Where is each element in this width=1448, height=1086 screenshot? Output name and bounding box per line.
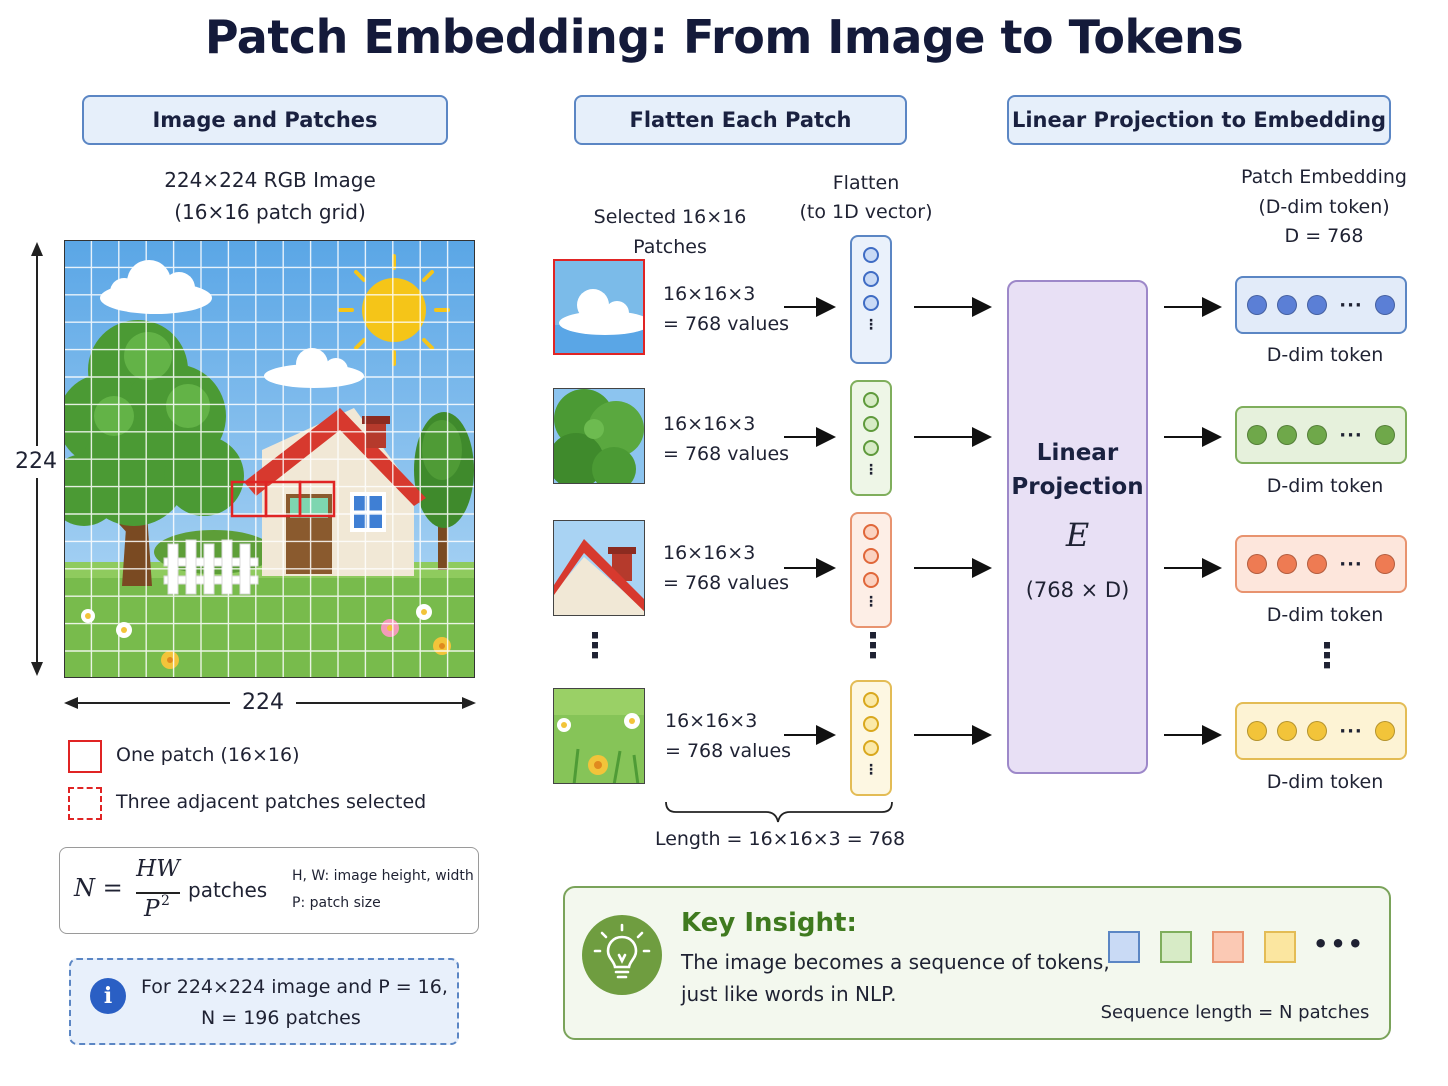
height-label: 224 <box>10 446 62 478</box>
patch-grass-thumbnail <box>553 688 645 784</box>
token-yellow: ··· <box>1235 702 1407 760</box>
vector-blue: ⋮ <box>850 235 892 364</box>
formula-box: N = HW P 2 patches H, W: image height, w… <box>59 847 479 934</box>
patch3-values-line2: = 768 values <box>663 572 790 594</box>
token-blue-ellipsis: ··· <box>1339 294 1363 316</box>
insight-line2: just like words in NLP. <box>681 982 897 1006</box>
key-insight-box: Key Insight: The image becomes a sequenc… <box>563 886 1391 1040</box>
formula-numerator: HW <box>136 856 180 882</box>
patch-ellipsis: ⋮ <box>578 626 612 666</box>
sequence-more: ••• <box>1313 930 1366 958</box>
sequence-length-label: Sequence length = N patches <box>1100 1002 1370 1023</box>
embedding-label-line3: D = 768 <box>1284 225 1364 247</box>
legend-three-patches-swatch <box>68 787 102 820</box>
formula-unit: patches <box>188 878 268 902</box>
embedding-label-line1: Patch Embedding <box>1241 166 1407 188</box>
token-yellow-label: D-dim token <box>1266 771 1384 793</box>
token-yellow-ellipsis: ··· <box>1339 720 1363 742</box>
sun-icon <box>338 254 450 366</box>
patch-roof-thumbnail <box>553 520 645 616</box>
patch2-values-line2: = 768 values <box>663 443 790 465</box>
info-icon: i <box>90 978 126 1014</box>
token-green-ellipsis: ··· <box>1339 424 1363 446</box>
token-ellipsis: ⋮ <box>1310 636 1344 676</box>
info-line1: For 224×224 image and P = 16, <box>141 976 448 998</box>
token-blue-label: D-dim token <box>1266 344 1384 366</box>
token-orange: ··· <box>1235 535 1407 593</box>
legend-three-patches-label: Three adjacent patches selected <box>116 791 427 813</box>
info-box: i For 224×224 image and P = 16, N = 196 … <box>69 958 459 1045</box>
image-caption-line1: 224×224 RGB Image <box>164 168 376 192</box>
legend-one-patch-swatch <box>68 740 102 773</box>
vector-yellow: ⋮ <box>850 680 892 796</box>
legend-one-patch-label: One patch (16×16) <box>116 744 300 766</box>
token-orange-label: D-dim token <box>1266 604 1384 626</box>
sequence-square-yellow <box>1264 931 1296 963</box>
embedding-label-line2: (D-dim token) <box>1258 196 1390 218</box>
formula-note-p: P: patch size <box>292 895 381 911</box>
projection-symbol: E <box>1065 516 1090 554</box>
width-label: 224 <box>230 688 296 718</box>
token-orange-ellipsis: ··· <box>1339 553 1363 575</box>
token-green: ··· <box>1235 406 1407 464</box>
projection-line2: Projection <box>1011 474 1144 500</box>
insight-heading: Key Insight: <box>681 908 857 938</box>
projection-dims: (768 × D) <box>1025 578 1130 602</box>
patch4-values-line2: = 768 values <box>665 740 792 762</box>
lightbulb-icon <box>582 915 662 995</box>
formula-lhs: N = <box>74 874 123 902</box>
formula-fraction-bar <box>136 892 180 894</box>
sequence-square-blue <box>1108 931 1140 963</box>
selected-patches-label: Selected 16×16 Patches <box>593 206 747 258</box>
flatten-label-line1: Flatten <box>832 172 900 194</box>
patch4-values-line1: 16×16×3 <box>665 710 758 732</box>
patch3-values-line1: 16×16×3 <box>663 542 756 564</box>
token-blue: ··· <box>1235 276 1407 334</box>
sequence-square-green <box>1160 931 1192 963</box>
insight-line1: The image becomes a sequence of tokens, <box>681 950 1110 974</box>
patch1-values-line1: 16×16×3 <box>663 283 756 305</box>
sequence-square-orange <box>1212 931 1244 963</box>
page-title: Patch Embedding: From Image to Tokens <box>204 10 1244 64</box>
house-image <box>64 240 475 678</box>
flatten-label-line2: (to 1D vector) <box>799 201 933 223</box>
header-linear-projection: Linear Projection to Embedding <box>1007 95 1391 145</box>
formula-note-hw: H, W: image height, width <box>292 868 474 884</box>
selected-patches-outline <box>230 480 336 518</box>
image-caption-line2: (16×16 patch grid) <box>174 200 366 224</box>
formula-exponent: 2 <box>161 893 170 909</box>
vector-ellipsis: ⋮ <box>856 626 890 666</box>
patch1-values-line2: = 768 values <box>663 313 790 335</box>
patch-sky-thumbnail <box>553 259 645 355</box>
vector-length-label: Length = 16×16×3 = 768 <box>654 828 906 850</box>
patch2-values-line1: 16×16×3 <box>663 413 756 435</box>
patch-tree-thumbnail <box>553 388 645 484</box>
header-image-and-patches: Image and Patches <box>82 95 448 145</box>
info-line2: N = 196 patches <box>201 1007 361 1029</box>
projection-line1: Linear <box>1036 440 1119 466</box>
vector-orange: ⋮ <box>850 512 892 628</box>
vector-green: ⋮ <box>850 380 892 496</box>
token-green-label: D-dim token <box>1266 475 1384 497</box>
formula-denominator: P <box>144 896 160 922</box>
linear-projection-box: Linear Projection E (768 × D) <box>1007 280 1148 774</box>
header-flatten-each-patch: Flatten Each Patch <box>574 95 907 145</box>
